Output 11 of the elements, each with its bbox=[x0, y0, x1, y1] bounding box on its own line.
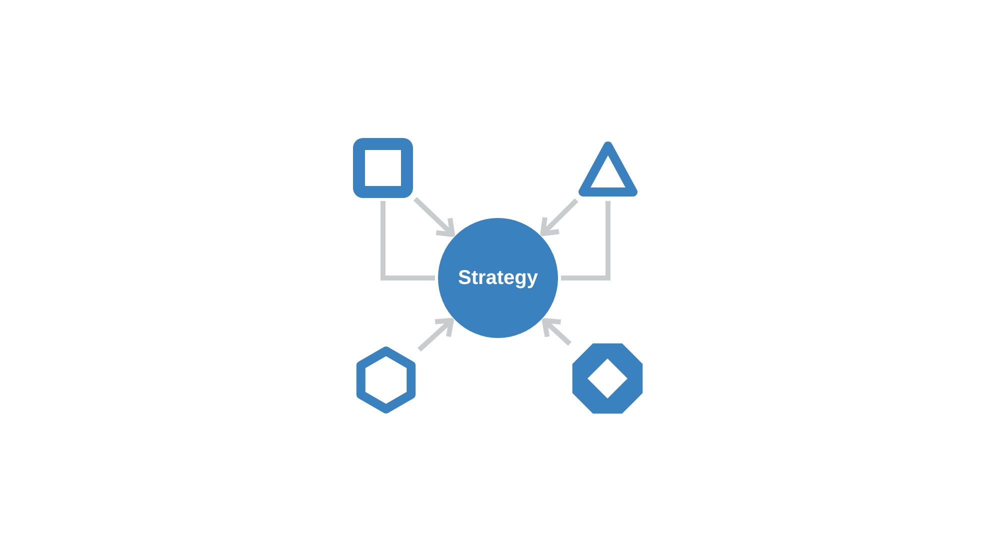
arrow bbox=[542, 318, 572, 346]
hexagon-outline bbox=[355, 345, 417, 415]
arrow bbox=[413, 196, 455, 237]
arrow bbox=[540, 198, 578, 236]
connector-line bbox=[561, 201, 610, 280]
arrow bbox=[418, 318, 454, 352]
connector-line bbox=[380, 201, 435, 280]
rounded-square-outline bbox=[353, 138, 413, 198]
node-label: Strategy bbox=[458, 266, 538, 290]
octagon-with-diamond bbox=[572, 343, 643, 414]
triangle-outline bbox=[577, 140, 639, 198]
